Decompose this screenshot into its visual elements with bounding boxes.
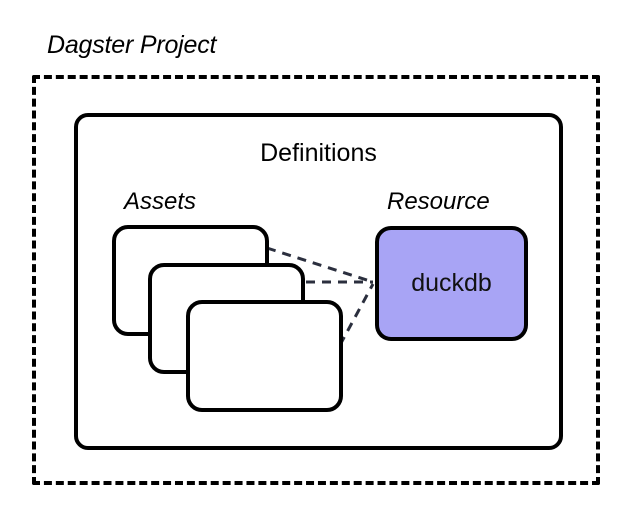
dagster-project-boundary [32,75,600,485]
project-title: Dagster Project [47,31,217,59]
duckdb-resource-node[interactable]: duckdb [375,226,528,341]
asset-card[interactable] [186,300,343,412]
assets-group-label: Assets [124,188,197,215]
resource-group-label: Resource [387,188,490,215]
duckdb-resource-label: duckdb [411,269,492,297]
definitions-label: Definitions [260,139,377,167]
